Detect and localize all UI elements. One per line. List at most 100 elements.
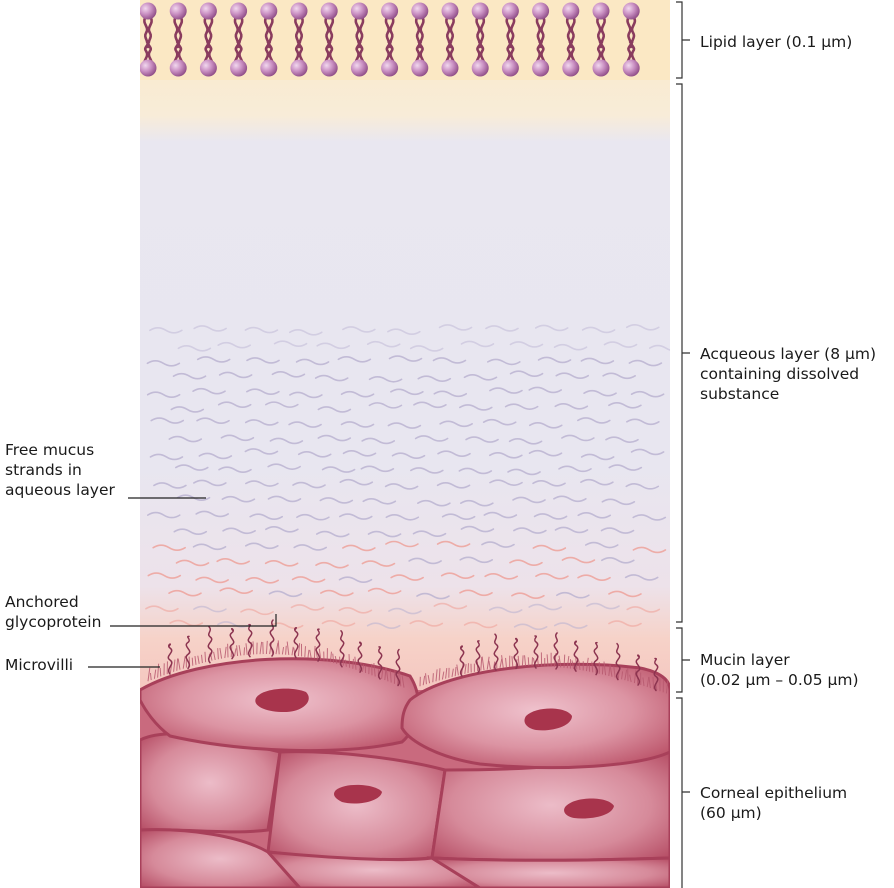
microvillus xyxy=(344,659,347,667)
microvillus xyxy=(629,674,632,683)
microvillus xyxy=(219,647,223,659)
mucus-strand xyxy=(196,356,231,363)
microvillus xyxy=(432,673,434,683)
lipid-band xyxy=(140,0,670,80)
mucus-strand xyxy=(577,512,612,519)
mucus-strand xyxy=(390,388,424,396)
mucus-strand xyxy=(577,417,611,424)
microvillus xyxy=(425,673,427,685)
glycoprotein xyxy=(293,626,299,659)
mucus-strand xyxy=(193,325,227,332)
mucus-strand xyxy=(605,436,639,444)
leader-lines xyxy=(88,497,277,668)
mucus-strand xyxy=(150,417,185,424)
label-anchored-glycoprotein: Anchored glycoprotein xyxy=(5,592,101,632)
label-line: Corneal epithelium xyxy=(700,784,848,802)
mucus-strand xyxy=(630,448,665,456)
mucus-strand xyxy=(295,358,330,366)
label-corneal-epithelium: Corneal epithelium (60 µm) xyxy=(700,783,847,823)
lipid-head xyxy=(320,2,338,20)
mucus-strand xyxy=(528,421,563,429)
lipid-head xyxy=(471,59,489,77)
label-line: Acqueous layer (8 µm) xyxy=(700,345,877,363)
label-aqueous-layer: Acqueous layer (8 µm) containing dissolv… xyxy=(700,344,876,404)
mucus-strand xyxy=(509,370,544,377)
mucus-strand xyxy=(586,602,620,610)
mucus-strand xyxy=(269,622,304,630)
mucus-strand xyxy=(195,576,229,584)
cell-nucleus xyxy=(524,708,572,731)
microvillus xyxy=(451,668,454,678)
microvillus xyxy=(159,667,162,677)
mucus-strand xyxy=(532,480,566,487)
mucus-strand xyxy=(268,590,303,598)
mucus-strand xyxy=(438,324,473,331)
microvillus xyxy=(566,656,570,669)
microvillus xyxy=(224,646,227,659)
mucus-strand xyxy=(245,542,279,550)
microvillus xyxy=(373,662,376,677)
label-line: containing dissolved xyxy=(700,365,860,383)
glycoprotein xyxy=(357,641,363,673)
free-mucus-strands xyxy=(145,324,670,631)
mucus-strand xyxy=(338,513,373,520)
mucus-strand xyxy=(625,324,660,331)
lipid-head xyxy=(290,59,308,77)
mucus-strand xyxy=(265,401,299,408)
microvillus xyxy=(285,645,287,655)
mucus-strand xyxy=(219,587,253,594)
microvillus xyxy=(176,658,179,671)
microvillus xyxy=(505,657,507,668)
microvillus xyxy=(281,646,285,655)
microvillus xyxy=(488,660,491,670)
mucus-strand xyxy=(528,603,562,611)
mucus-strand xyxy=(146,391,181,399)
mucus-strand xyxy=(361,437,396,445)
mucus-strand xyxy=(264,559,299,567)
glycoprotein xyxy=(395,648,401,687)
glycoprotein xyxy=(553,632,559,670)
leader-anchored xyxy=(110,614,277,627)
mucus-strand xyxy=(338,576,373,583)
mucus-strand xyxy=(580,453,615,461)
microvillus xyxy=(563,654,566,668)
microvillus xyxy=(173,659,176,672)
mucus-strand xyxy=(361,560,396,567)
mucus-strand xyxy=(439,420,473,428)
mucus-strand xyxy=(630,390,665,398)
microvillus xyxy=(204,651,207,663)
microvillus xyxy=(493,661,496,669)
mucus-strand xyxy=(460,499,494,507)
mucus-strand xyxy=(152,544,186,551)
microvillus xyxy=(633,669,637,684)
microvillus xyxy=(585,657,589,672)
glycoprotein xyxy=(315,628,321,662)
label-mucin-layer: Mucin layer (0.02 µm – 0.05 µm) xyxy=(700,650,859,690)
mucus-strand xyxy=(463,621,498,629)
mucus-strand xyxy=(481,541,515,548)
microvillus xyxy=(201,654,203,664)
mucus-strand xyxy=(535,572,569,580)
mucus-strand xyxy=(366,340,401,348)
mucus-strand xyxy=(433,390,468,398)
microvillus xyxy=(501,655,504,668)
mucus-strand xyxy=(459,589,493,597)
microvillus xyxy=(191,657,194,666)
mucus-strand xyxy=(410,467,444,474)
microvillus xyxy=(277,640,280,655)
mucus-strand xyxy=(293,544,328,551)
lipid-head xyxy=(501,59,519,77)
lipid-head xyxy=(381,59,399,77)
mucus-strand xyxy=(195,510,230,518)
mucus-strand xyxy=(580,357,615,365)
microvillus xyxy=(546,654,549,667)
mucus-strand xyxy=(459,556,494,564)
microvillus xyxy=(149,672,152,681)
microvillus xyxy=(243,647,246,656)
lipid-head xyxy=(501,2,519,20)
mucus-strand xyxy=(288,328,323,336)
lipid-head xyxy=(532,59,550,77)
mucus-strand xyxy=(584,541,619,549)
mucus-strand xyxy=(553,622,588,629)
mucus-strand xyxy=(168,435,203,443)
